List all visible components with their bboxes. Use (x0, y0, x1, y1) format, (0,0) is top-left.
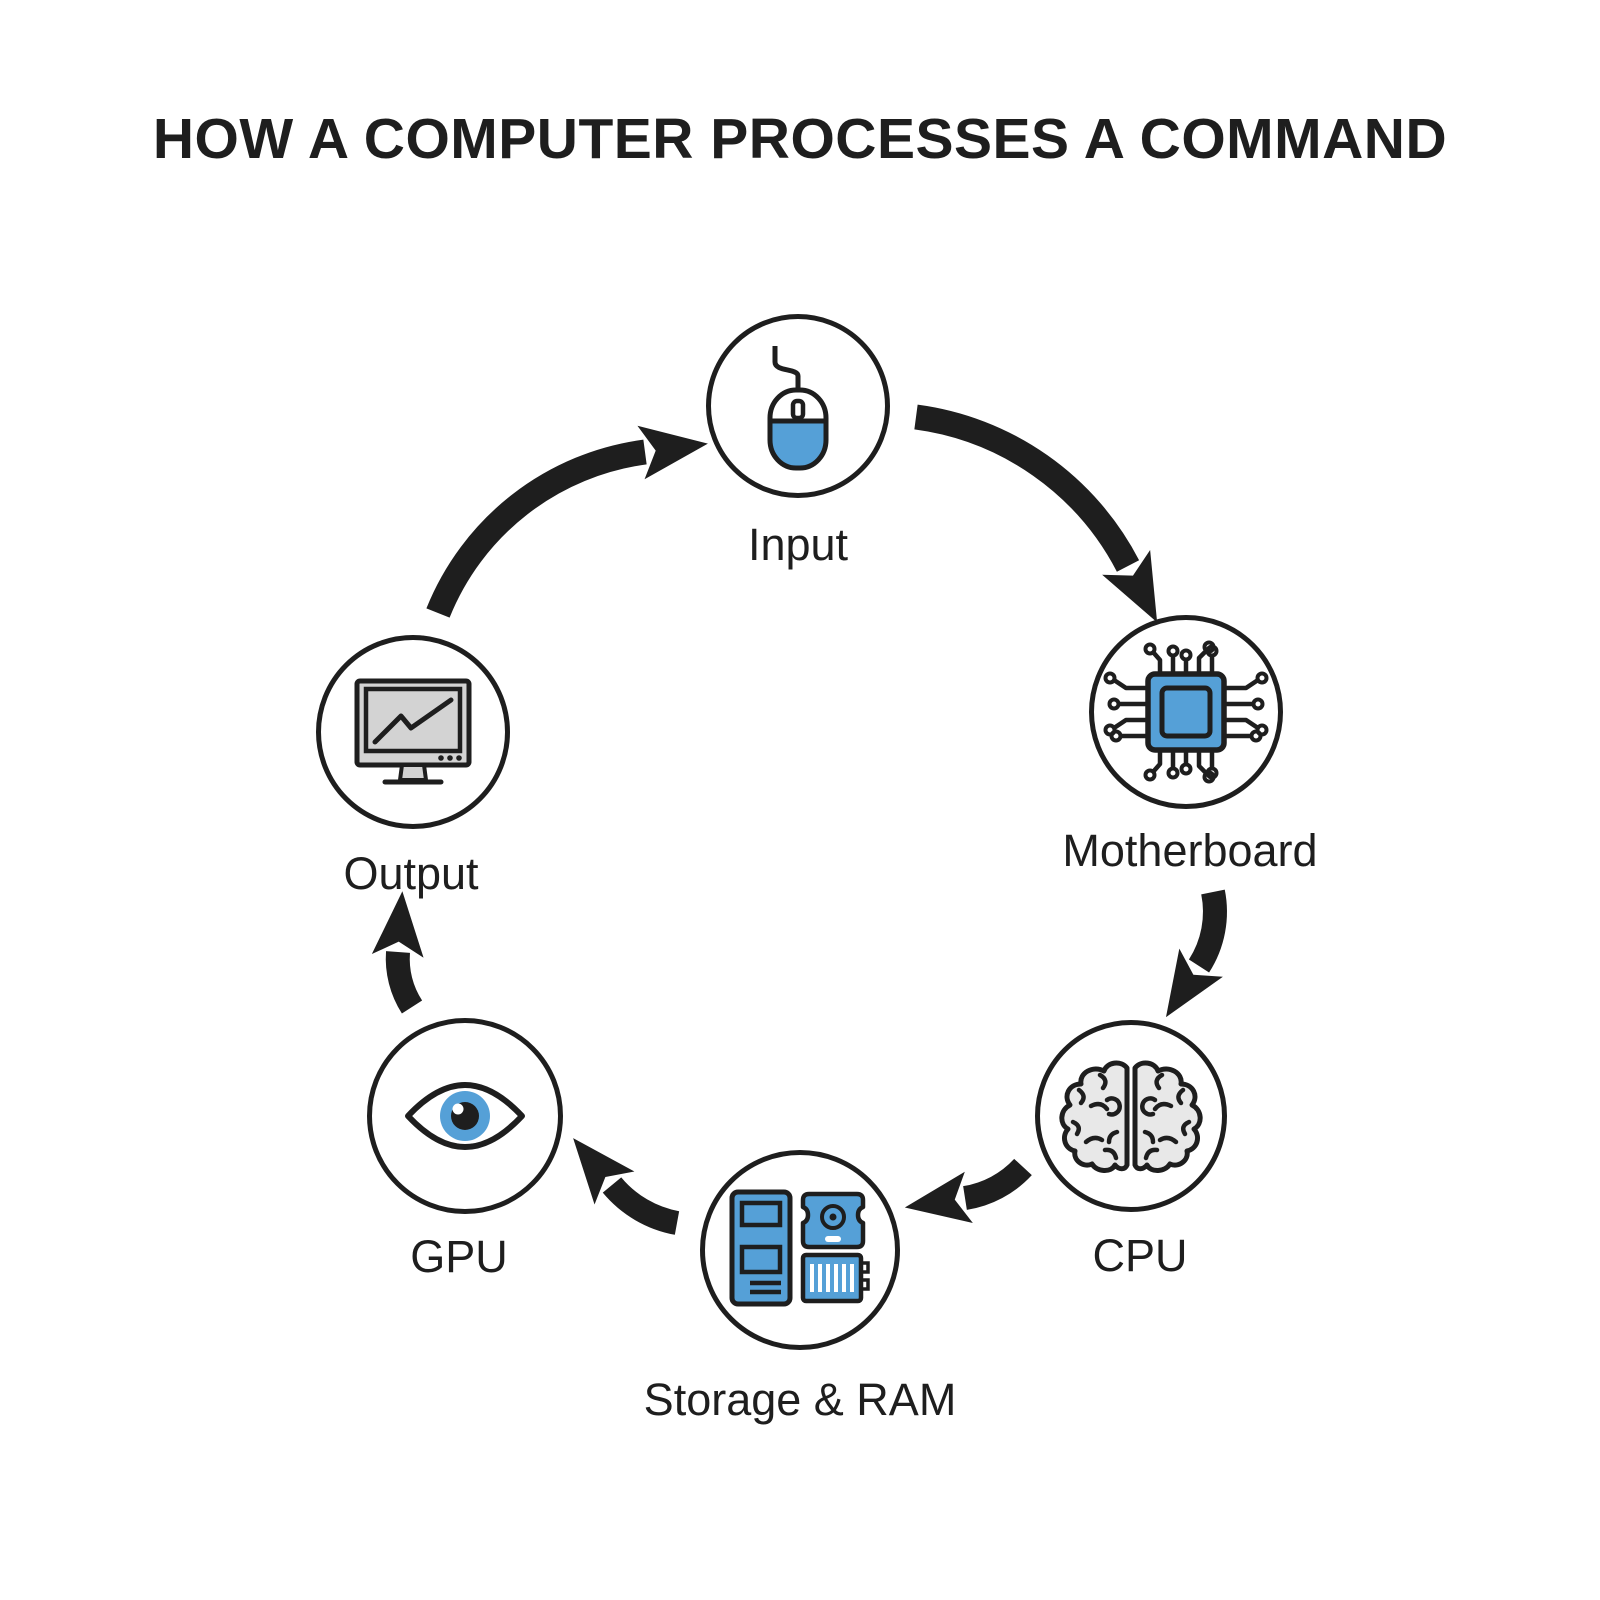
arrow-motherboard-to-cpu (1165, 889, 1227, 1018)
node-input (706, 314, 890, 498)
node-label-gpu: GPU (410, 1231, 508, 1282)
page-title: HOW A COMPUTER PROCESSES A COMMAND (152, 107, 1448, 171)
node-label-output: Output (343, 848, 479, 899)
node-motherboard (1089, 615, 1283, 809)
chip-icon (1102, 638, 1270, 786)
node-label-storage-ram: Storage & RAM (643, 1374, 957, 1425)
monitor-icon (354, 678, 472, 785)
arrow-cpu-to-storage (904, 1158, 1032, 1224)
node-storage-ram (700, 1150, 900, 1350)
mouse-icon (767, 346, 829, 471)
node-label-input: Input (747, 519, 849, 570)
brain-icon (1055, 1055, 1207, 1177)
arrow-output-to-input (426, 425, 708, 618)
node-output (316, 635, 510, 829)
eye-icon (405, 1082, 525, 1150)
arrow-input-to-motherboard (914, 404, 1158, 623)
arrow-storage-to-gpu (573, 1138, 680, 1235)
node-label-cpu: CPU (1092, 1230, 1188, 1281)
storage-ram-icon (729, 1189, 870, 1307)
node-gpu (367, 1018, 563, 1214)
node-cpu (1035, 1020, 1227, 1212)
arrow-gpu-to-output (371, 891, 424, 1014)
node-label-motherboard: Motherboard (1062, 825, 1318, 876)
